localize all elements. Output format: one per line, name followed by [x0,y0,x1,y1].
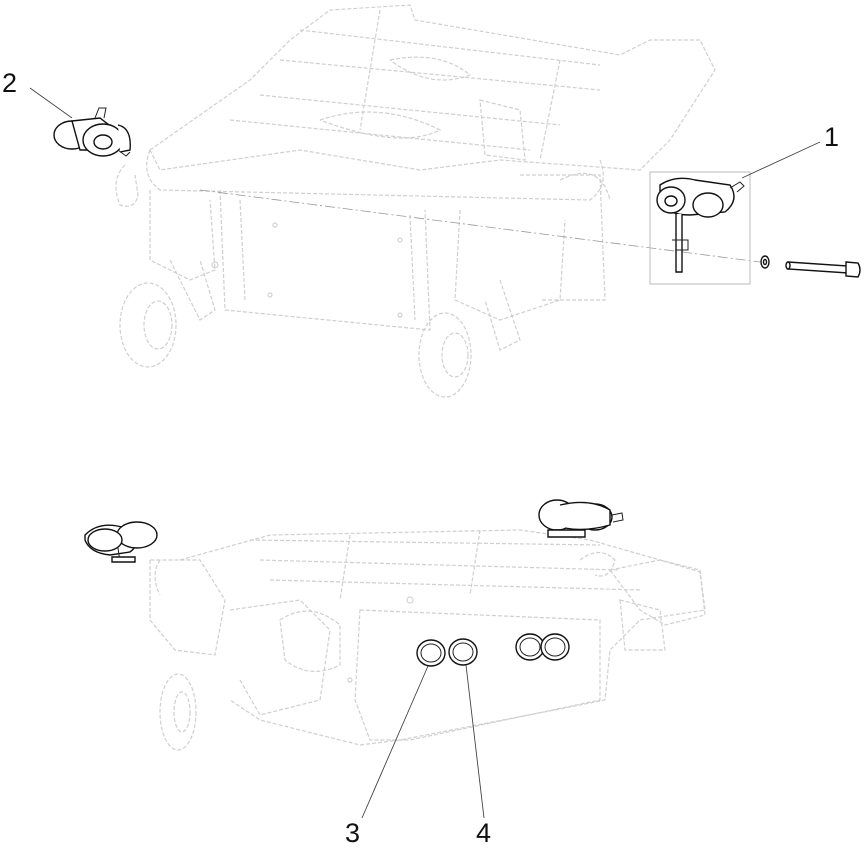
part-2-horn [53,107,131,157]
callout-3: 3 [345,818,360,848]
leader-line-2 [29,87,73,119]
part-4-plug [448,638,478,666]
part-1-horn-bracket [649,171,751,285]
assembly-axis-line [199,189,761,263]
bolt-and-washer [760,255,861,278]
seat-frame-top-view [115,4,716,398]
horn-bottom-left [84,521,158,563]
plug-pair-right [515,633,570,661]
callout-4: 4 [476,818,491,848]
callout-2: 2 [2,68,17,98]
leader-line-3 [361,665,429,819]
callout-1: 1 [824,122,839,152]
horn-bottom-right [538,499,624,538]
part-3-plug [416,639,446,667]
leader-line-4 [465,664,485,819]
leader-line-1 [741,141,821,179]
